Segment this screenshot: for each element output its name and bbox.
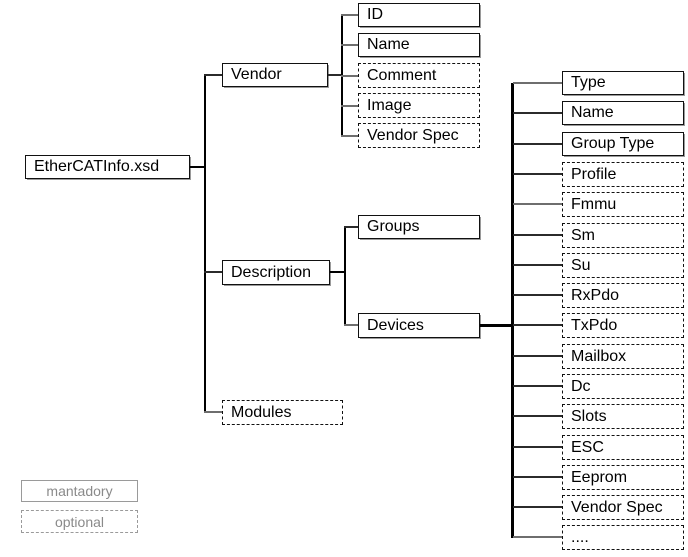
connector-vendor-to-id [341,14,359,16]
connector-devices-to-group-type [513,143,563,145]
connector-root-stub [190,166,206,168]
node-vendor-name[interactable]: Name [358,33,480,57]
connector-vendor-to-vendorspec [341,135,359,137]
connector-devices-to-rxpdo [513,294,563,296]
connector-devices-stub [480,324,513,327]
connector-devices-to-su [513,264,563,266]
node-device-more[interactable]: .... [562,525,684,550]
node-device-name[interactable]: Name [562,101,684,125]
node-device-group-type[interactable]: Group Type [562,132,684,156]
connector-vendor-stub [328,74,343,76]
connector-devices-to-fmmu [513,203,563,205]
node-device-esc[interactable]: ESC [562,435,684,460]
node-device-dc[interactable]: Dc [562,374,684,399]
connector-root-to-vendor [204,74,224,76]
connector-devices-to-sm [513,234,563,236]
node-device-sm[interactable]: Sm [562,223,684,248]
connector-devices-to-slots [513,415,563,417]
node-device-txpdo[interactable]: TxPdo [562,313,684,338]
node-device-su[interactable]: Su [562,253,684,278]
node-device-mailbox[interactable]: Mailbox [562,344,684,369]
node-vendor[interactable]: Vendor [222,63,328,87]
connector-description-stub [330,271,345,273]
connector-vendor-to-comment [341,75,359,77]
node-device-profile[interactable]: Profile [562,162,684,187]
connector-vendor-to-name [341,44,359,46]
node-vendor-image[interactable]: Image [358,93,480,118]
node-device-fmmu[interactable]: Fmmu [562,192,684,217]
node-vendor-comment[interactable]: Comment [358,63,480,88]
node-device-type[interactable]: Type [562,71,684,95]
connector-devices-to-dc [513,385,563,387]
node-modules[interactable]: Modules [222,400,343,425]
connector-devices-to-profile [513,173,563,175]
node-vendor-id[interactable]: ID [358,3,480,27]
connector-root-to-modules [204,411,224,413]
connector-vendor-to-image [341,105,359,107]
legend-mandatory: mantadory [21,480,138,502]
connector-devices-to-name [513,112,563,114]
node-device-eeprom[interactable]: Eeprom [562,465,684,490]
connector-devices-to-txpdo [513,324,563,326]
connector-devices-trunk [511,83,514,538]
node-vendor-vendor-spec[interactable]: Vendor Spec [358,123,480,148]
node-device-slots[interactable]: Slots [562,404,684,429]
connector-devices-to-eeprom [513,476,563,478]
node-root-ethercatinfo-xsd[interactable]: EtherCATInfo.xsd [25,155,190,179]
connector-devices-to-esc [513,446,563,448]
connector-description-to-devices [344,324,359,326]
node-device-vendor-spec[interactable]: Vendor Spec [562,495,684,520]
connector-devices-to-vendorspec [513,506,563,508]
connector-devices-to-more [513,536,563,538]
node-groups[interactable]: Groups [358,215,480,239]
connector-root-to-description [204,271,224,273]
node-devices[interactable]: Devices [358,313,480,338]
node-device-rxpdo[interactable]: RxPdo [562,283,684,308]
connector-devices-to-type [513,82,563,84]
connector-devices-to-mailbox [513,355,563,357]
connector-description-trunk [344,227,346,326]
connector-root-trunk [204,75,206,413]
node-description[interactable]: Description [222,260,330,285]
legend-optional: optional [21,510,138,533]
connector-description-to-groups [344,226,359,228]
